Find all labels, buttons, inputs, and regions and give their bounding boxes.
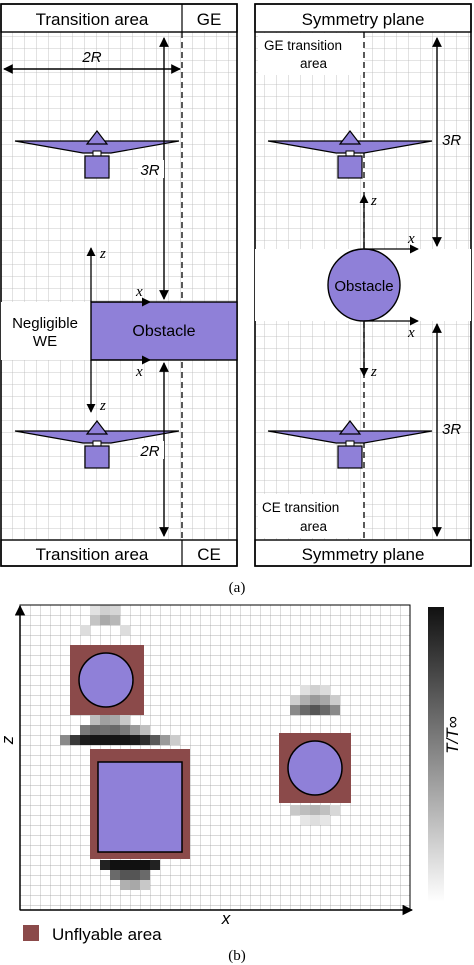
axis-z-right-upper: z — [370, 193, 377, 209]
obstacle-label-right: Obstacle — [334, 278, 393, 295]
wake-shading — [60, 605, 340, 890]
legend-swatch — [23, 925, 39, 941]
panel-a-right: Obstacle Symmetry plane Symmetry plane G… — [254, 3, 472, 567]
width-label: 2R — [81, 49, 101, 66]
obstacle-circle-top-left — [78, 652, 134, 708]
ce-transition-label-2: area — [300, 519, 328, 534]
top-label-right: Symmetry plane — [302, 10, 425, 29]
axis-z-right-lower: z — [370, 364, 377, 380]
axis-x-right-lower: x — [407, 325, 415, 341]
colorbar — [428, 607, 444, 902]
negligible-label-1: Negligible — [12, 315, 78, 332]
axis-x-lower: x — [135, 364, 143, 380]
axis-z-lower: z — [99, 398, 106, 414]
dist-label-top-left: 3R — [140, 162, 159, 179]
legend-label: Unflyable area — [52, 925, 162, 944]
colorbar-label: T/T∞ — [443, 716, 462, 754]
negligible-label-2: WE — [33, 333, 57, 350]
x-axis-label: x — [221, 909, 231, 928]
panel-a-left: Obstacle Negligible WE Transition area G… — [0, 3, 238, 567]
top-label-left: Transition area — [36, 10, 149, 29]
bottom-label-left: Transition area — [36, 545, 149, 564]
axis-x-right-upper: x — [407, 231, 415, 247]
obstacle-rect — [90, 301, 238, 361]
dist-label-top-right: 3R — [442, 132, 461, 149]
obstacle-circle-right — [287, 740, 343, 796]
ge-label: GE — [197, 10, 222, 29]
dist-label-bottom-right: 3R — [442, 421, 461, 438]
ge-transition-label-1: GE transition — [264, 38, 342, 53]
axis-x-upper: x — [135, 284, 143, 300]
obstacle-label-left: Obstacle — [132, 323, 195, 340]
bottom-label-right: Symmetry plane — [302, 545, 425, 564]
grid-left — [1, 4, 237, 566]
obstacle-square-center — [97, 761, 183, 853]
ce-transition-label-1: CE transition — [262, 500, 339, 515]
ge-transition-label-2: area — [300, 56, 328, 71]
panel-b: x z T/T∞ Unflyable area — [0, 604, 462, 944]
z-axis-label: z — [0, 735, 17, 745]
caption-b: (b) — [228, 948, 246, 964]
ce-label: CE — [197, 545, 221, 564]
dist-label-bottom-left: 2R — [139, 443, 159, 460]
caption-a: (a) — [229, 580, 246, 596]
axis-z-upper: z — [99, 246, 106, 262]
frame-left — [0, 3, 238, 567]
